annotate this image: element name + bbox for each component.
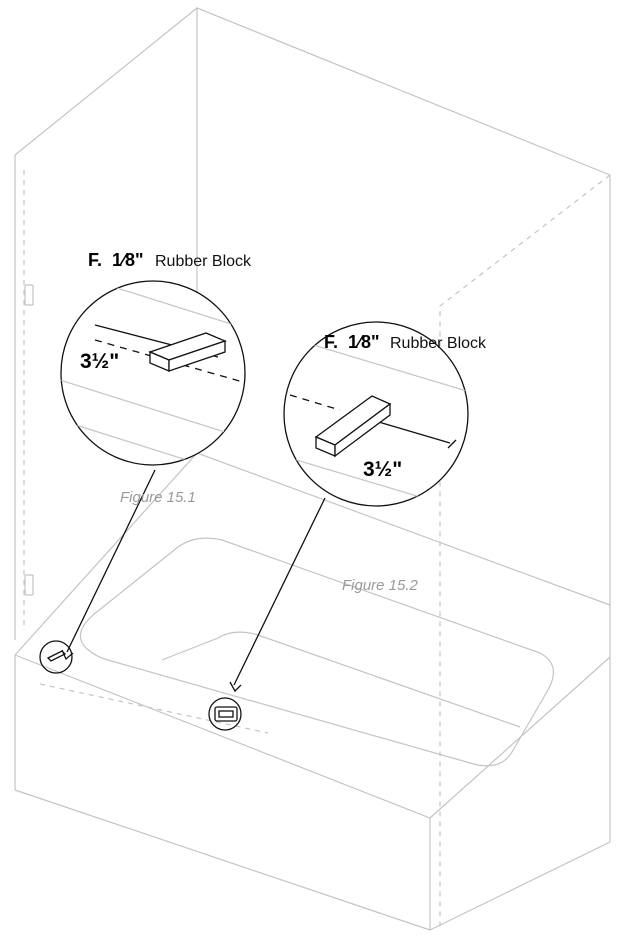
leader-arrows: [61, 469, 326, 693]
callout-letter-right: F.: [324, 332, 338, 352]
small-block-right: [214, 706, 238, 722]
callout-size-left: 1⁄8": [112, 250, 144, 270]
callout-size-right: 1⁄8": [348, 332, 380, 352]
small-block-left: [46, 650, 67, 662]
bathtub: [14, 452, 611, 931]
enclosure-frame: [14, 7, 611, 930]
callout-label-right: F. 1⁄8" Rubber Block: [324, 332, 487, 352]
rubber-block-right: [314, 395, 392, 458]
arrow-left: [66, 469, 156, 653]
callout-label-left: F. 1⁄8" Rubber Block: [88, 250, 252, 270]
figure-caption-15-1: Figure 15.1: [120, 489, 196, 506]
figure-caption-15-2: Figure 15.2: [342, 577, 419, 594]
arrow-right: [233, 497, 326, 686]
callout-letter-left: F.: [88, 250, 102, 270]
detail-marker-right: [208, 697, 242, 731]
dimension-label-left: 3½": [80, 350, 119, 373]
placement-line: [39, 683, 269, 734]
detail-marker-left: [39, 640, 73, 674]
hinge-top: [24, 284, 34, 306]
detail-view-15-2: 3½": [283, 321, 469, 507]
callout-text-right: Rubber Block: [390, 335, 487, 352]
detail-view-15-1: 3½": [60, 280, 246, 466]
hinge-bottom: [24, 574, 34, 596]
dimension-label-right: 3½": [363, 458, 402, 481]
callout-text-left: Rubber Block: [155, 253, 252, 270]
rubber-block-left: [148, 332, 227, 372]
